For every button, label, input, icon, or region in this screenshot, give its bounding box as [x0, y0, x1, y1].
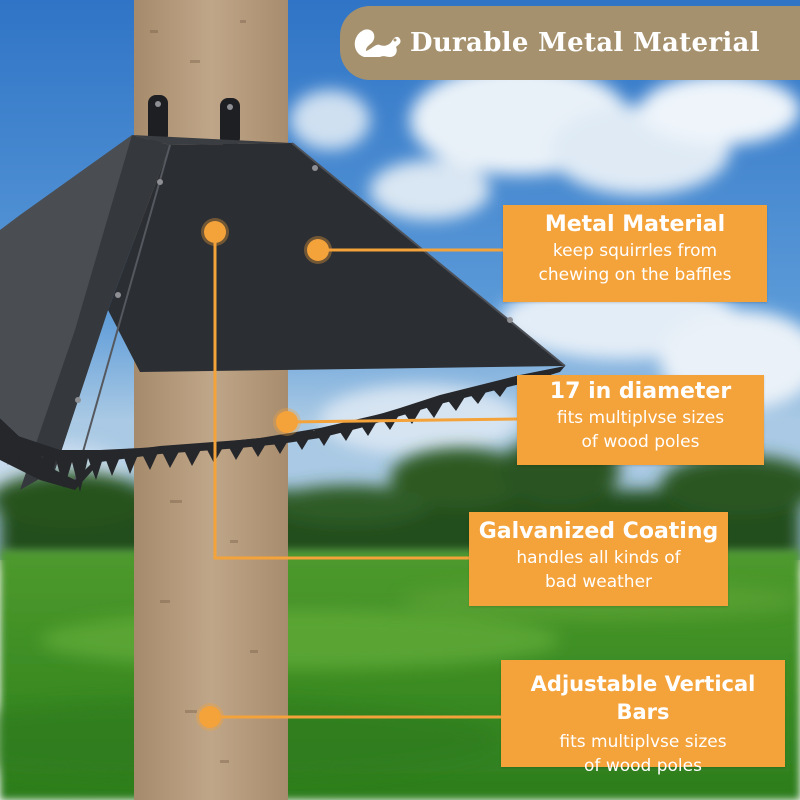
squirrel-icon [350, 23, 404, 63]
metal-baffle [0, 135, 566, 492]
callout-line: keep squirrles from [552, 241, 718, 261]
callout-title: 17 in diameter [549, 379, 732, 404]
callout-title: Metal Material [544, 212, 726, 237]
callout-line: fits multiplvse sizes [556, 408, 725, 428]
bracket-right [220, 98, 240, 146]
callout-dot-metal [307, 239, 329, 261]
callout-line: of wood poles [584, 756, 702, 776]
connector-lines [210, 232, 518, 719]
callout-line: fits multiplvse sizes [559, 732, 727, 752]
wood-texture [150, 20, 258, 763]
callout-dot-galvanized [204, 221, 226, 243]
tree-line [0, 435, 800, 560]
callout-title: Galvanized Coating [478, 519, 719, 544]
title-banner: Durable Metal Material [340, 6, 800, 80]
callout-line: handles all kinds of [516, 548, 681, 568]
callout-adjustable-bars: Adjustable Vertical Bars fits multiplvse… [501, 660, 785, 776]
callout-dot-diameter [276, 411, 298, 433]
callout-title: Adjustable Vertical Bars [530, 672, 756, 724]
bracket-left [148, 95, 168, 143]
callout-line: chewing on the baffles [538, 265, 732, 285]
title-text: Durable Metal Material [410, 28, 760, 58]
callout-galvanized-coating: Galvanized Coating handles all kinds of … [469, 512, 728, 606]
callout-line: bad weather [544, 572, 653, 592]
callout-metal-material: Metal Material keep squirrles from chewi… [503, 205, 767, 302]
callout-line: of wood poles [581, 432, 700, 452]
callout-diameter: 17 in diameter fits multiplvse sizes of … [517, 375, 764, 465]
callout-dot-bars [199, 706, 221, 728]
